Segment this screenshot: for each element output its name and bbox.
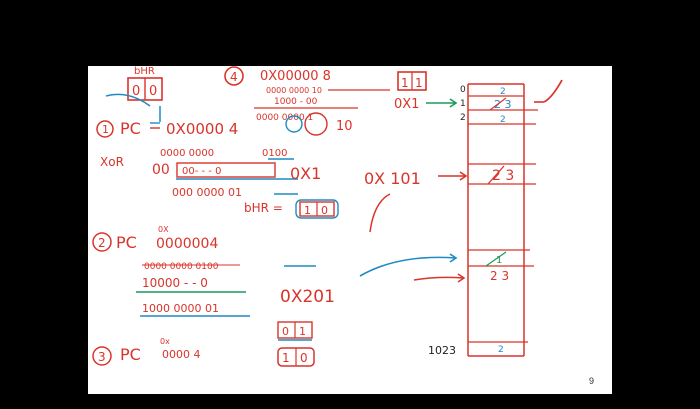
cell-0: 2 — [500, 87, 506, 97]
cell-101: 2 3 — [492, 168, 514, 184]
pc1-value: 0X0000 4 — [166, 120, 238, 138]
pc3-label: PC — [120, 345, 141, 364]
label-0x1-right: 0X1 — [394, 97, 419, 112]
xor-box-text: 00- - - 0 — [182, 166, 221, 177]
counter-bit-0: 1 — [401, 76, 409, 90]
bhr-bit-0: 0 — [132, 84, 140, 99]
counter-bit-1: 1 — [415, 76, 423, 90]
xor-mid: 0000 0000 — [160, 148, 214, 159]
bits-row-2: 1000 - 00 — [274, 97, 318, 107]
whiteboard-slide: bHR 0 0 4 0X00000 8 0000 0000 10 1000 - … — [88, 66, 612, 394]
table-index-last: 1023 — [428, 344, 456, 357]
table-index-2: 2 — [460, 113, 466, 123]
bits-row-1: 0000 0000 10 — [266, 86, 322, 95]
cell-1: 2 3 — [494, 98, 512, 111]
blue-curve-top — [105, 93, 151, 107]
pc3-small: 0x — [160, 337, 170, 346]
cell-2: 2 — [500, 115, 506, 125]
cell-last: 2 — [498, 345, 504, 355]
step-1-number: 1 — [102, 123, 109, 136]
label-0x1-mid: 0X1 — [290, 164, 321, 183]
label-0x201: 0X201 — [280, 287, 335, 307]
pc1-label: PC — [120, 119, 141, 138]
bits-row-4: 10 — [336, 119, 353, 134]
label-0x101: 0X 101 — [364, 169, 421, 188]
bhr-result-bit-0: 1 — [304, 204, 311, 217]
bits-row-3: 0000 0000 1 — [256, 113, 313, 123]
prediction-table — [467, 83, 538, 357]
table-index-1: 1 — [460, 99, 466, 109]
step-1-circle — [96, 120, 114, 138]
xor2-bottom: 1000 0000 01 — [142, 302, 219, 315]
bhr-top-label: bHR — [134, 66, 155, 77]
xor2-top: 0000 0000 0100 — [144, 262, 219, 272]
xor-suffix: 0100 — [262, 148, 287, 159]
pc2-value: 0000004 — [156, 236, 218, 252]
bhr-result-label: bHR = — [244, 201, 283, 215]
step-4-circle — [224, 66, 244, 86]
pc3-value: 0000 4 — [162, 348, 201, 361]
pc2-label: PC — [116, 233, 137, 252]
cell-201-b: 2 3 — [490, 269, 509, 283]
bits-b-1: 0 — [300, 351, 308, 365]
cell-201-a: 1 — [496, 255, 502, 266]
xor-label: XoR — [100, 155, 124, 169]
bits-b-0: 1 — [282, 351, 290, 365]
handwritten-notes: bHR 0 0 4 0X00000 8 0000 0000 10 1000 - … — [92, 66, 563, 367]
xor2-mid: 10000 - - 0 — [142, 276, 208, 290]
bits-a-0: 0 — [282, 325, 289, 338]
step-3-circle — [92, 346, 112, 366]
xor-box — [176, 162, 276, 178]
page-number: 9 — [589, 376, 595, 386]
xor-prefix: 00 — [152, 162, 170, 178]
bits-a-1: 1 — [299, 325, 306, 338]
bhr-bit-1: 0 — [149, 84, 157, 99]
step-2-number: 2 — [98, 236, 106, 250]
check-mark — [543, 79, 563, 103]
step-3-number: 3 — [98, 350, 106, 364]
step-2-circle — [92, 232, 112, 252]
table-index-0: 0 — [460, 85, 466, 95]
pc2-small: 0X — [158, 225, 169, 234]
hex-top: 0X00000 8 — [260, 69, 331, 84]
blue-arrow-0x201 — [359, 256, 457, 277]
step-4-number: 4 — [230, 70, 238, 84]
bhr-result-bit-1: 0 — [321, 204, 328, 217]
shift-row: 000 0000 01 — [172, 186, 242, 199]
